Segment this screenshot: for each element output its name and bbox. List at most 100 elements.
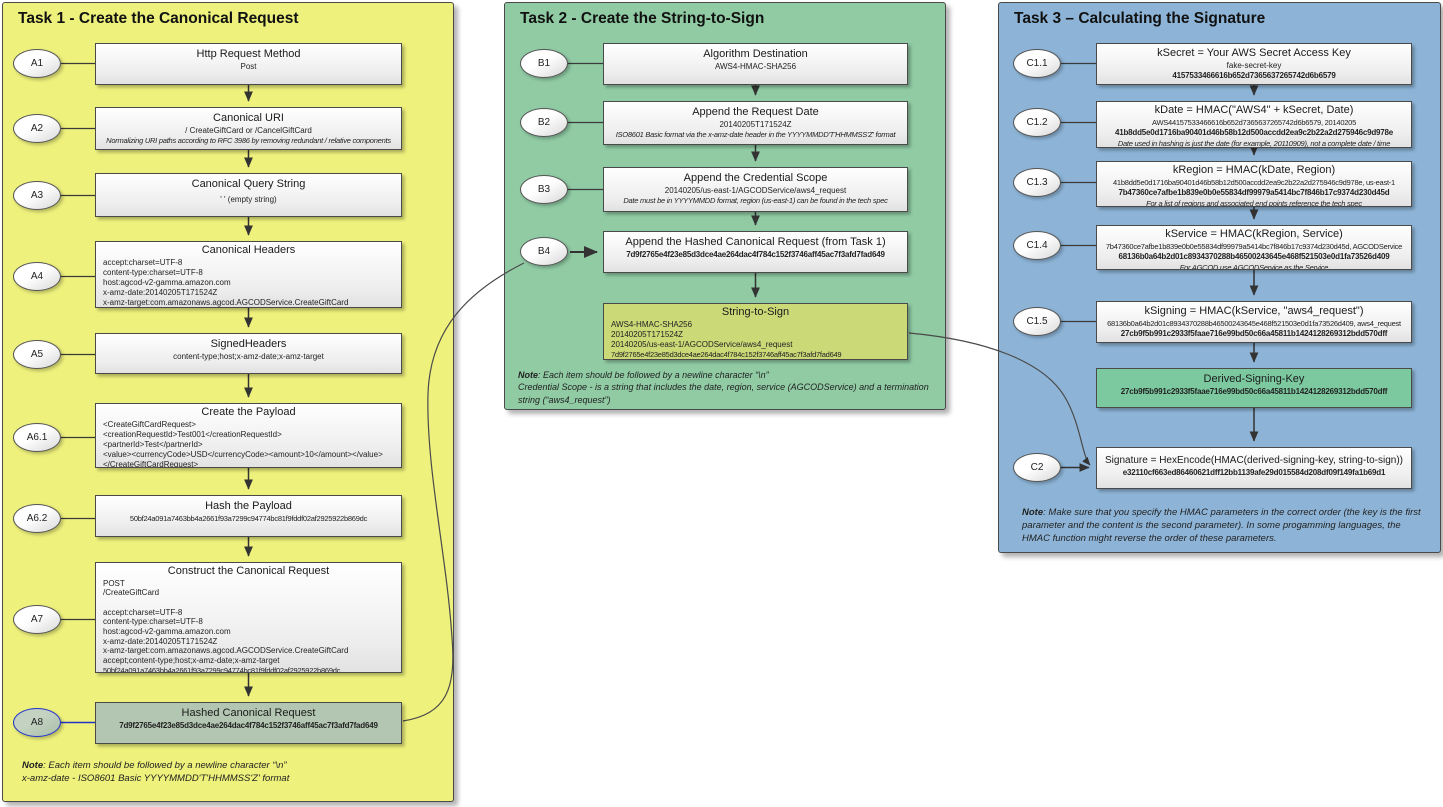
- box-line: 7d9f2765e4f23e85d3dce4ae264dac4f784c152f…: [611, 350, 842, 360]
- box-signed-headers: SignedHeaders content-type;host;x-amz-da…: [95, 333, 402, 374]
- box-title: Canonical Headers: [201, 244, 296, 256]
- step-label-b1: B1: [520, 49, 568, 78]
- box-line: AWS4-HMAC-SHA256: [714, 61, 797, 71]
- box-line: 50bf24a091a7463bb4a2661f93a7299c94774bc8…: [129, 513, 368, 523]
- box-line: <partnerId>Test</partnerId>: [103, 439, 203, 449]
- box-hashed-canonical-request: Hashed Canonical Request 7d9f2765e4f23e8…: [95, 702, 402, 744]
- box-line: AWS44157533466616b652d7365637265742d6b65…: [1151, 117, 1357, 127]
- box-title: Create the Payload: [201, 406, 296, 418]
- box-title: kSigning = HMAC(kService, "aws4_request"…: [1144, 305, 1364, 317]
- box-title: SignedHeaders: [210, 338, 287, 350]
- step-label-b2: B2: [520, 108, 568, 137]
- box-title: Construct the Canonical Request: [167, 565, 330, 577]
- box-title: Hashed Canonical Request: [181, 707, 316, 719]
- box-title: Hash the Payload: [205, 500, 292, 512]
- box-line: ' ' (empty string): [220, 194, 277, 204]
- box-canonical-headers: Canonical Headers accept:charset=UTF-8 c…: [95, 241, 402, 308]
- box-kservice: kService = HMAC(kRegion, Service) 7b4736…: [1096, 225, 1412, 270]
- box-line: accept;content-type;host;x-amz-date;x-am…: [103, 656, 280, 666]
- step-label-a5: A5: [13, 340, 61, 369]
- step-label-b4: B4: [520, 237, 568, 266]
- box-line: fake-secret-key: [1226, 60, 1282, 70]
- box-string-to-sign: String-to-Sign AWS4-HMAC-SHA256 20140205…: [603, 303, 908, 360]
- box-line: AWS4-HMAC-SHA256: [611, 319, 693, 329]
- box-line: 20140205/us-east-1/AGCODService/aws4_req…: [664, 185, 847, 195]
- box-line: 7d9f2765e4f23e85d3dce4ae264dac4f784c152f…: [626, 249, 885, 259]
- box-http-request-method: Http Request Method Post: [95, 43, 402, 85]
- step-label-c1-2: C1.2: [1013, 108, 1061, 137]
- box-append-request-date: Append the Request Date 20140205T171524Z…: [603, 101, 908, 145]
- box-canonical-uri: Canonical URI / CreateGiftCard or /Cance…: [95, 107, 402, 150]
- box-line: Normalizing URI paths according to RFC 3…: [106, 136, 391, 145]
- step-label-a6-2: A6.2: [13, 504, 61, 533]
- box-line: x-amz-date:20140205T171524Z: [103, 636, 218, 646]
- step-label-c1-3: C1.3: [1013, 168, 1061, 197]
- box-line: 41b8dd5e0d1716ba90401d46b58b12d500accdd2…: [1113, 177, 1395, 187]
- box-line: 50bf24a091a7463bb4a2661f93a7299c94774bc8…: [103, 665, 341, 673]
- box-line: content-type:charset=UTF-8: [103, 617, 203, 627]
- box-line: 7b47360ce7afbe1b839e0b0e55834df99979a541…: [1118, 188, 1390, 197]
- box-create-payload: Create the Payload <CreateGiftCardReques…: [95, 403, 402, 468]
- box-append-credential-scope: Append the Credential Scope 20140205/us-…: [603, 167, 908, 212]
- box-title: Append the Credential Scope: [683, 172, 828, 184]
- box-line: content-type:charset=UTF-8: [103, 267, 203, 277]
- box-title: Append the Hashed Canonical Request (fro…: [625, 236, 886, 248]
- box-line: 41b8dd5e0d1716ba90401d46b58b12d500accdd2…: [1114, 128, 1394, 137]
- box-title: Signature = HexEncode(HMAC(derived-signi…: [1105, 455, 1403, 466]
- box-line: x-amz-target:com.amazonaws.agcod.AGCODSe…: [103, 646, 349, 656]
- box-line: <value><currencyCode>USD</currencyCode><…: [103, 450, 383, 460]
- box-line: host:agcod-v2-gamma.amazon.com: [103, 277, 231, 287]
- box-line: e32110cf663ed86460621dff12bb1139afe29d01…: [1122, 467, 1386, 477]
- box-algorithm-destination: Algorithm Destination AWS4-HMAC-SHA256: [603, 43, 908, 85]
- box-construct-canonical-request: Construct the Canonical Request POST /Cr…: [95, 562, 402, 673]
- step-label-c1-1: C1.1: [1013, 49, 1061, 78]
- box-line: x-amz-date:20140205T171524Z: [103, 288, 218, 298]
- box-line: Date used in hashing is just the date (f…: [1117, 138, 1391, 148]
- box-line: For AGCOD use AGCODService as the Servic…: [1179, 262, 1329, 270]
- box-derived-signing-key: Derived-Signing-Key 27cb9f5b991c2933f5fa…: [1096, 368, 1412, 408]
- box-title: Canonical Query String: [191, 178, 306, 190]
- box-line: / CreateGiftCard or /CancelGiftCard: [185, 125, 312, 135]
- box-hash-payload: Hash the Payload 50bf24a091a7463bb4a2661…: [95, 495, 402, 537]
- box-line: Post: [240, 61, 257, 71]
- box-line: </CreateGiftCardRequest>: [103, 460, 199, 468]
- box-line: <creationRequestId>Test001</creationRequ…: [103, 429, 282, 439]
- box-line: host:agcod-v2-gamma.amazon.com: [103, 627, 231, 636]
- box-title: kRegion = HMAC(kDate, Region): [1172, 164, 1336, 176]
- step-label-a4: A4: [13, 262, 61, 291]
- step-label-a6-1: A6.1: [13, 423, 61, 452]
- box-line: /CreateGiftCard: [103, 588, 160, 598]
- box-kregion: kRegion = HMAC(kDate, Region) 41b8dd5e0d…: [1096, 161, 1412, 207]
- box-signature: Signature = HexEncode(HMAC(derived-signi…: [1096, 447, 1412, 489]
- step-label-a1: A1: [13, 49, 61, 78]
- box-title: kSecret = Your AWS Secret Access Key: [1157, 47, 1351, 59]
- box-line: 20140205T171524Z: [611, 329, 684, 339]
- box-title: kDate = HMAC("AWS4" + kSecret, Date): [1154, 104, 1354, 116]
- box-title: Append the Request Date: [692, 106, 819, 118]
- note-task3: Note: Make sure that you specify the HMA…: [1022, 507, 1421, 545]
- step-label-c1-4: C1.4: [1013, 231, 1061, 260]
- box-line: 7b47360ce7afbe1b839e0b0e55834df99979a541…: [1105, 241, 1403, 251]
- step-label-a2: A2: [13, 114, 61, 143]
- step-label-c2: C2: [1013, 453, 1061, 482]
- box-line: 68136b0a64b2d01c8934370288b46500243645e4…: [1107, 318, 1401, 328]
- box-line: <CreateGiftCardRequest>: [103, 419, 196, 429]
- box-line: accept:charset=UTF-8: [103, 257, 183, 267]
- box-line: POST: [103, 578, 125, 588]
- step-label-b3: B3: [520, 175, 568, 204]
- box-line: accept:charset=UTF-8: [103, 607, 183, 617]
- note-task1: Note: Each item should be followed by a …: [22, 760, 290, 785]
- task2-title: Task 2 - Create the String-to-Sign: [520, 10, 765, 27]
- box-line: x-amz-target:com.amazonaws.agcod.AGCODSe…: [103, 298, 349, 308]
- box-line: ISO8601 Basic format via the x-amz-date …: [615, 130, 896, 139]
- box-line: 27cb9f5b991c2933f5faae716e99bd50c66a4581…: [1120, 329, 1388, 338]
- box-ksigning: kSigning = HMAC(kService, "aws4_request"…: [1096, 301, 1412, 343]
- box-kdate: kDate = HMAC("AWS4" + kSecret, Date) AWS…: [1096, 101, 1412, 148]
- box-line: Date must be in YYYYMMDD format, region …: [623, 196, 888, 205]
- task1-title: Task 1 - Create the Canonical Request: [18, 10, 299, 27]
- box-line: 20140205/us-east-1/AGCODService/aws4_req…: [611, 339, 793, 349]
- box-line: [96, 598, 401, 608]
- box-title: Http Request Method: [196, 48, 301, 60]
- box-title: String-to-Sign: [721, 306, 790, 318]
